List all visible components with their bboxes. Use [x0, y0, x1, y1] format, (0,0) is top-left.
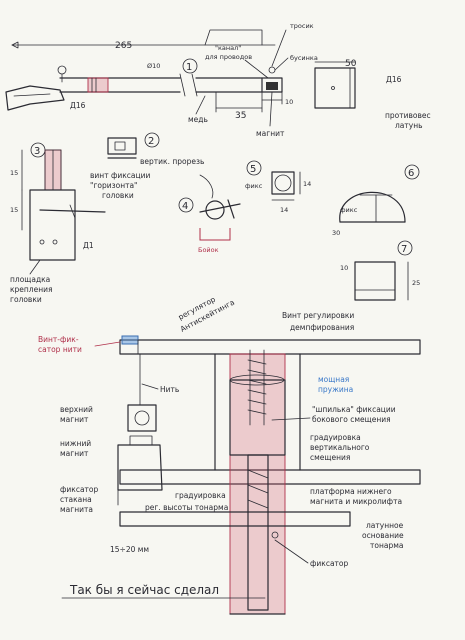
moshchnaya-label-1: мощная [318, 375, 349, 384]
detail-4-head [199, 199, 241, 241]
ploshchadka-label-3: головки [10, 295, 42, 304]
latunnoe-label-3: тонарма [370, 541, 403, 550]
fiksator-st-label-2: стакана [60, 495, 92, 504]
dim-15-20-label: 15÷20 мм [110, 545, 149, 554]
reg-vysoty-label: рег. высоты тонарма [145, 503, 228, 512]
protivoves-label: противовес [385, 111, 431, 120]
verhniy-label-1: верхний [60, 405, 93, 414]
vint-fiks-label-2: "горизонта" [90, 181, 138, 190]
fiks-label: фикс [245, 182, 263, 190]
latunnoe-label-2: основание [362, 531, 404, 540]
dim-15a-label: 15 [10, 169, 18, 177]
dim-diam10-label: Ø10 [147, 62, 160, 70]
detail-3-bracket [21, 149, 106, 261]
graduirovka-v-label-1: градуировка [310, 433, 361, 442]
vint-fiks-label-3: головки [102, 191, 134, 200]
graduirovka-t-label: градуировка [175, 491, 226, 500]
tonearm-tube [59, 73, 283, 97]
dim-10b-label: 10 [340, 264, 348, 272]
dimension-265: 265 [11, 29, 276, 51]
dims-35-10 [215, 91, 283, 113]
dlya-provodov-label: для проводов [205, 53, 252, 61]
marker-2: 2 [148, 136, 154, 147]
dim-50-label: 50 [345, 59, 357, 69]
d16-right-label: Д16 [386, 75, 402, 84]
dim-15b-label: 15 [10, 206, 18, 214]
kanal-label: "канал" [215, 44, 241, 52]
latun-label: латунь [395, 121, 423, 130]
nizhniy-label-2: магнит [60, 449, 89, 458]
marker-4: 4 [182, 201, 188, 212]
shpilka-label-2: бокового смещения [312, 415, 391, 424]
fiksator-bottom-label: фиксатор [310, 559, 348, 568]
dim-35-label: 35 [235, 111, 246, 121]
shpilka-label-1: "шпилька" фиксации [312, 405, 396, 414]
verhniy-label-2: магнит [60, 415, 89, 424]
vint-reg-label-1: Винт регулировки [282, 311, 354, 320]
fiks2-label: фикс [340, 206, 358, 214]
ploshchadka-label-2: крепления [10, 285, 53, 294]
med-label: медь [188, 115, 208, 124]
counterweight [314, 61, 356, 109]
fiksator-st-label-3: магнита [60, 505, 93, 514]
vint-reg-label-2: демпфирования [290, 323, 354, 332]
vint-fiks-red-label-1: Винт-фик- [38, 335, 79, 344]
dim-25-label: 25 [412, 279, 420, 287]
boyok-label: Бойок [198, 246, 219, 254]
dim-14b-label: 14 [303, 180, 311, 188]
dim-10-label: 10 [285, 98, 293, 106]
detail-2 [107, 137, 137, 159]
footer-label: Так бы я сейчас сделал [69, 583, 219, 597]
vint-fiks-label-1: винт фиксации [90, 171, 150, 180]
ploshchadka-label-1: площадка [10, 275, 50, 284]
vertik-prorez-label: вертик. прорезь [140, 157, 204, 166]
d16-left-label: Д16 [70, 101, 86, 110]
fiksator-st-label-1: фиксатор [60, 485, 98, 494]
moshchnaya-label-2: пружина [318, 385, 353, 394]
marker-1: 1 [186, 62, 192, 73]
platforma-label-2: магнита и микролифта [310, 497, 402, 506]
magnit-label: магнит [256, 129, 285, 138]
tonearm-base [119, 511, 351, 527]
marker-6: 6 [408, 168, 414, 179]
platform [119, 469, 421, 485]
marker-7: 7 [401, 244, 407, 255]
pivot-column [214, 349, 301, 615]
businka-label: бусинка [290, 54, 318, 62]
detail-6-arc [339, 191, 406, 223]
marker-1-circle [182, 58, 198, 74]
marker-5: 5 [250, 164, 256, 175]
detail-7-block [354, 261, 409, 301]
antiskating-beam [119, 335, 421, 355]
upper-magnet [127, 404, 157, 432]
graduirovka-v-label-3: смещения [310, 453, 350, 462]
dim-265-label: 265 [115, 41, 132, 51]
d1-label: Д1 [83, 241, 94, 250]
platforma-label-1: платформа нижнего [310, 487, 392, 496]
dim-14a-label: 14 [280, 206, 288, 214]
latunnoe-label-1: латунное [366, 521, 404, 530]
trosik-label: тросик [290, 22, 314, 30]
graduirovka-v-label-2: вертикального [310, 443, 370, 452]
dim-30-label: 30 [332, 229, 340, 237]
nit-label: Нить [160, 385, 179, 394]
lower-magnet-cup [117, 435, 163, 506]
nizhniy-label-1: нижний [60, 439, 91, 448]
vint-fiks-red-label-2: сатор нити [38, 345, 82, 354]
detail-5-block [271, 171, 301, 201]
headshell [5, 65, 67, 111]
marker-3: 3 [34, 146, 40, 157]
